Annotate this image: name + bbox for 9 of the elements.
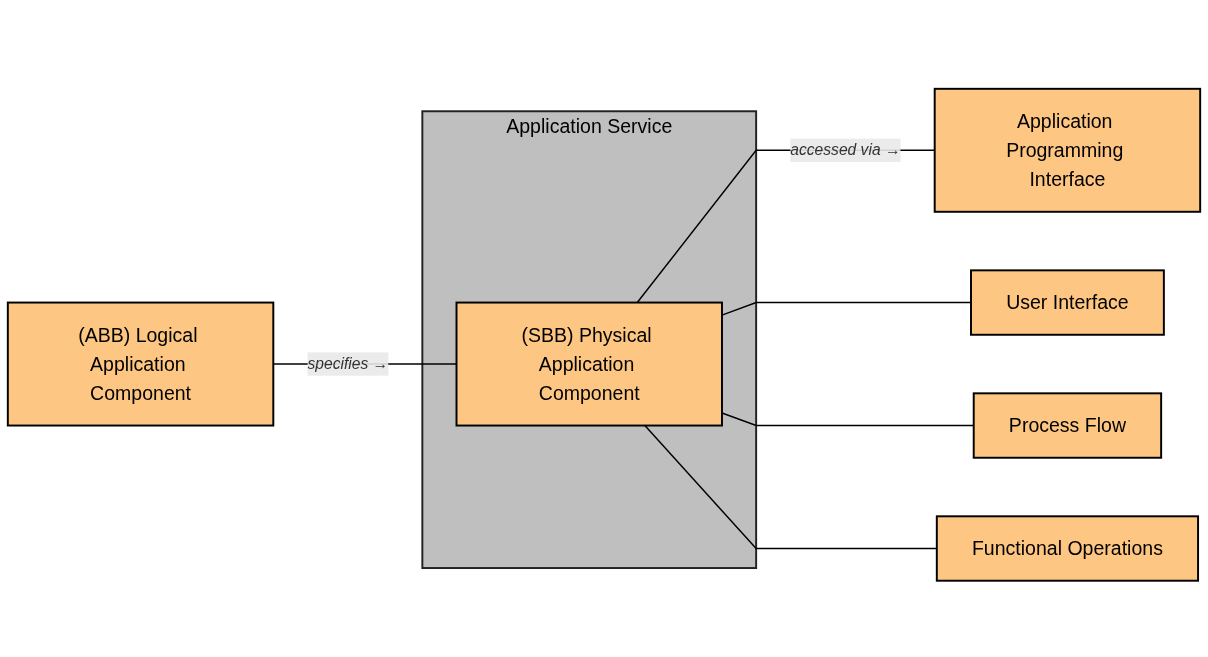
node-box: Process Flow bbox=[972, 392, 1163, 459]
connector bbox=[721, 301, 972, 316]
node-box: User Interface bbox=[970, 269, 1165, 336]
node-box: (ABB) Logical Application Component bbox=[6, 301, 275, 427]
edge-label: accessed via → bbox=[790, 141, 901, 158]
node-box: Functional Operations bbox=[935, 515, 1200, 582]
node-box: Application Programming Interface bbox=[933, 87, 1202, 213]
edge-label: specifies → bbox=[307, 355, 389, 372]
node-box: (SBB) Physical Application Component bbox=[455, 301, 723, 427]
